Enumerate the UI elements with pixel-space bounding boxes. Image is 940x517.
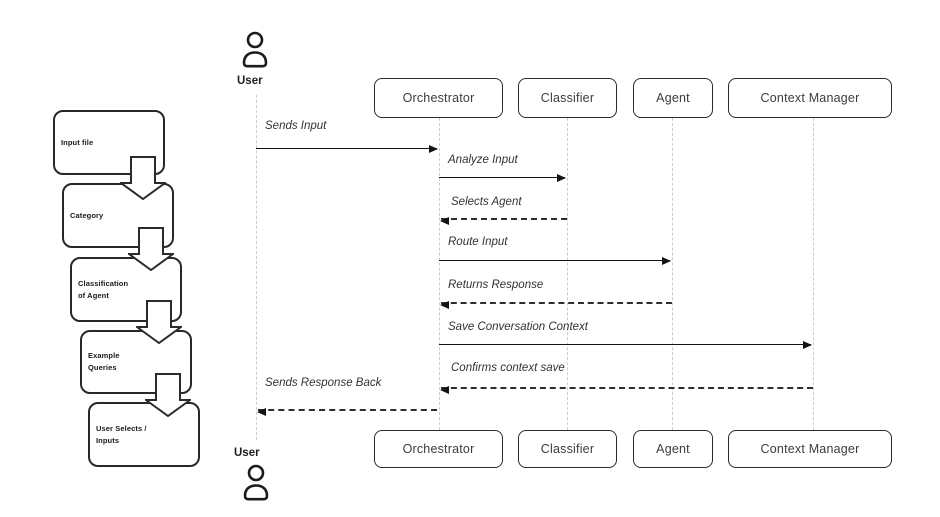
arrow-left-icon xyxy=(257,407,266,416)
message-arrow-returns-response xyxy=(440,300,672,309)
participant-classifier-bottom: Classifier xyxy=(518,430,617,468)
flow-step-input-file: Input file xyxy=(53,110,165,175)
arrow-left-icon xyxy=(440,300,449,309)
message-label-confirms-context-save: Confirms context save xyxy=(451,362,565,374)
message-label-returns-response: Returns Response xyxy=(448,279,544,291)
participant-agent-top: Agent xyxy=(633,78,713,118)
down-arrow-icon xyxy=(125,227,177,276)
lifeline-agent xyxy=(671,118,673,430)
message-label-selects-agent: Selects Agent xyxy=(451,196,522,208)
message-label-save-conversation-context: Save Conversation Context xyxy=(448,321,588,333)
message-arrow-analyze-input xyxy=(439,174,566,182)
flow-step-label: Category xyxy=(70,210,104,220)
message-arrow-sends-response-back xyxy=(257,407,437,416)
message-label-sends-response-back: Sends Response Back xyxy=(265,377,382,389)
flow-step-user-selects-inputs: User Selects / Inputs xyxy=(88,402,200,467)
flow-step-label: Input file xyxy=(61,137,94,147)
participant-agent-bottom: Agent xyxy=(633,430,713,468)
arrow-left-icon xyxy=(440,385,449,394)
arrow-right-icon xyxy=(803,341,812,349)
flow-step-label: User Selects / Inputs xyxy=(96,423,147,445)
arrow-left-icon xyxy=(440,216,449,225)
message-label-route-input: Route Input xyxy=(448,236,508,248)
flow-step-label: Example Queries xyxy=(88,351,120,372)
user-actor-label: User xyxy=(237,75,263,87)
message-label-sends-input: Sends Input xyxy=(265,120,327,132)
participant-orchestrator-bottom: Orchestrator xyxy=(374,430,503,468)
user-actor-icon xyxy=(239,30,271,75)
user-actor-label-bottom: User xyxy=(234,447,260,459)
participant-context-manager-bottom: Context Manager xyxy=(728,430,892,468)
down-arrow-icon xyxy=(133,300,185,349)
lifeline-classifier xyxy=(566,118,568,430)
user-actor-icon-bottom xyxy=(240,463,272,508)
message-arrow-save-conversation-context xyxy=(439,341,812,349)
arrow-right-icon xyxy=(557,174,566,182)
message-label-analyze-input: Analyze Input xyxy=(448,154,518,166)
message-arrow-confirms-context-save xyxy=(440,385,813,394)
participant-orchestrator-top: Orchestrator xyxy=(374,78,503,118)
lifeline-user xyxy=(255,95,257,440)
down-arrow-icon xyxy=(142,373,194,422)
message-arrow-sends-input xyxy=(256,145,438,153)
arrow-right-icon xyxy=(662,257,671,265)
participant-context-manager-top: Context Manager xyxy=(728,78,892,118)
participant-classifier-top: Classifier xyxy=(518,78,617,118)
message-arrow-selects-agent xyxy=(440,216,567,225)
lifeline-orchestrator xyxy=(438,118,440,430)
lifeline-context-manager xyxy=(812,118,814,430)
message-arrow-route-input xyxy=(439,257,671,265)
flow-step-label: Classification of Agent xyxy=(78,278,129,300)
down-arrow-icon xyxy=(117,156,169,205)
arrow-right-icon xyxy=(429,145,438,153)
